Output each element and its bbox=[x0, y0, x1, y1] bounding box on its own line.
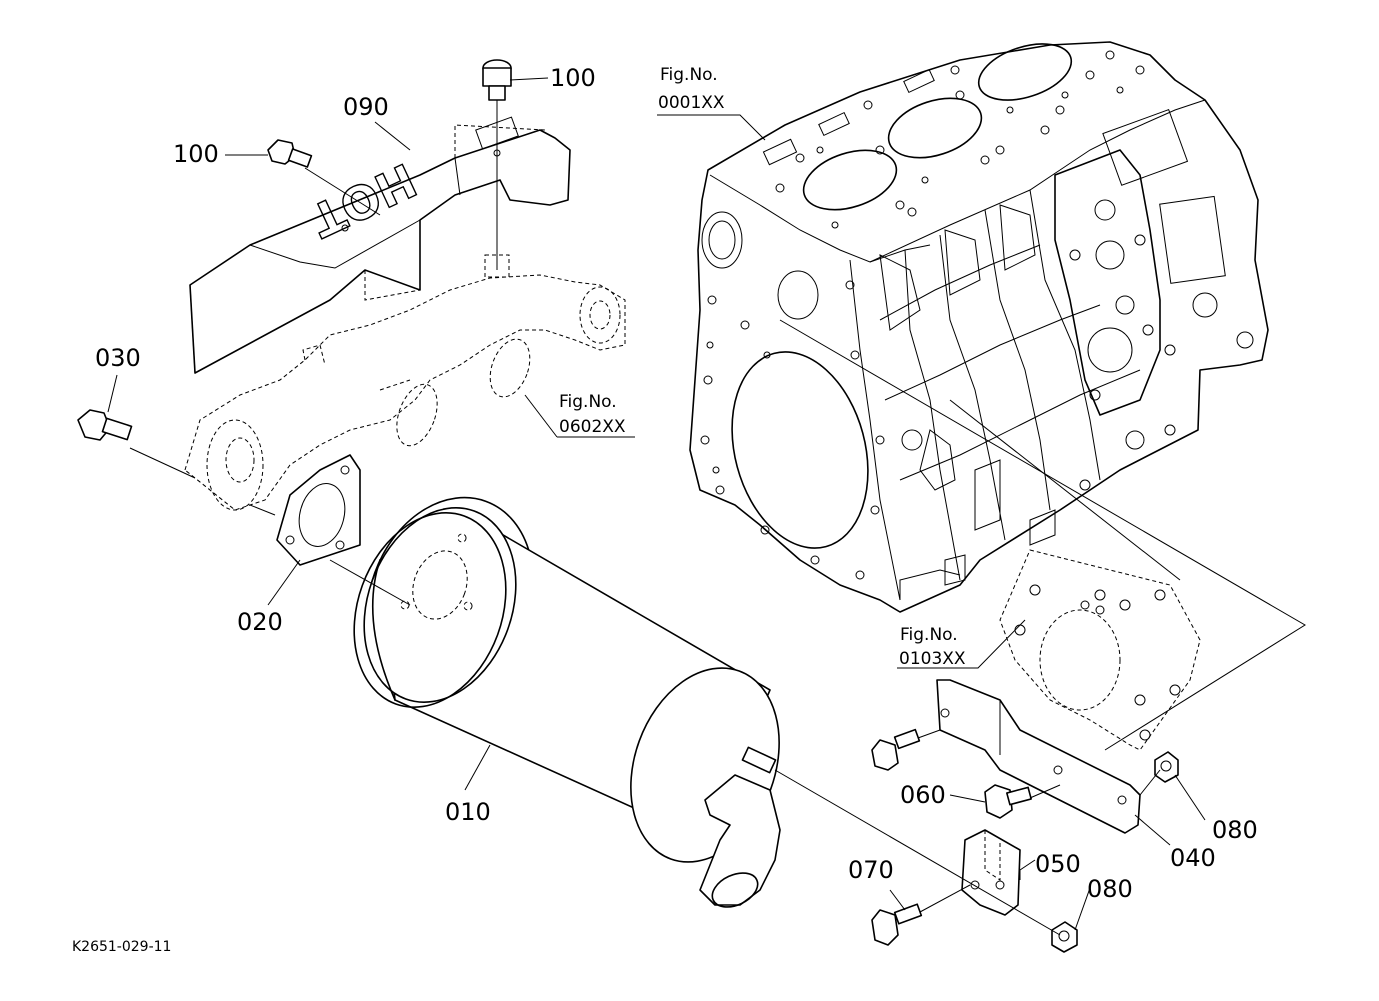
figure-references: Fig.No. 0001XX Fig.No. 0602XX Fig.No. 01… bbox=[559, 65, 966, 669]
flywheel-housing-outline bbox=[999, 549, 1201, 751]
label-part-040: 040 bbox=[1170, 844, 1216, 872]
label-part-080-lower: 080 bbox=[1087, 875, 1133, 903]
clamp-bracket-drawing bbox=[961, 829, 1021, 916]
bolt-100-left bbox=[267, 139, 313, 168]
bracket-drawing bbox=[936, 679, 1141, 834]
nut-080-lower bbox=[1051, 921, 1078, 953]
label-part-100-left: 100 bbox=[173, 140, 219, 168]
bolt-100-top bbox=[482, 59, 512, 101]
fig-ref-block-line1: Fig.No. bbox=[660, 65, 718, 85]
label-part-030: 030 bbox=[95, 344, 141, 372]
label-leaders bbox=[107, 77, 1206, 931]
bolt-left-plate bbox=[871, 728, 921, 771]
label-part-100-top: 100 bbox=[550, 64, 596, 92]
fig-ref-manifold-line2: 0602XX bbox=[559, 417, 626, 437]
label-part-020: 020 bbox=[237, 608, 283, 636]
fig-ref-housing-line2: 0103XX bbox=[899, 649, 966, 669]
label-part-050: 050 bbox=[1035, 850, 1081, 878]
bolt-060 bbox=[984, 784, 1032, 819]
cylinder-block-drawing bbox=[689, 41, 1269, 613]
fig-ref-manifold-line1: Fig.No. bbox=[559, 392, 617, 412]
part-labels: 100 100 090 030 020 010 060 070 050 080 … bbox=[95, 64, 1258, 903]
drawing-code: K2651-029-11 bbox=[72, 939, 171, 955]
label-part-060: 060 bbox=[900, 781, 946, 809]
label-part-010: 010 bbox=[445, 798, 491, 826]
bolt-070 bbox=[871, 903, 923, 946]
fig-ref-block-line2: 0001XX bbox=[658, 93, 725, 113]
muffler-drawing bbox=[353, 496, 781, 908]
fig-ref-housing-line1: Fig.No. bbox=[900, 625, 958, 645]
gasket-drawing bbox=[276, 454, 361, 566]
assembly-lines bbox=[129, 100, 1306, 936]
bolt-030 bbox=[77, 409, 133, 441]
label-part-070: 070 bbox=[848, 856, 894, 884]
nut-080-upper bbox=[1154, 751, 1179, 783]
label-part-090: 090 bbox=[343, 93, 389, 121]
exhaust-manifold-outline bbox=[184, 254, 626, 511]
label-part-080-upper: 080 bbox=[1212, 816, 1258, 844]
